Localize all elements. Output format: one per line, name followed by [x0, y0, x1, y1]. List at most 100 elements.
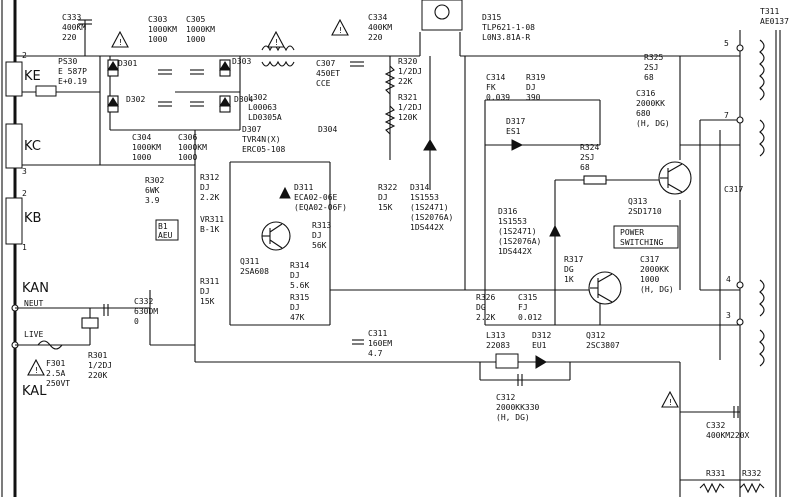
connector-kc-block: [5, 123, 23, 169]
r302-ref: R302: [145, 176, 164, 185]
r314-ref: R314: [290, 261, 309, 270]
d316-alt2: (1S2076A): [498, 237, 541, 246]
r320-ref: R320: [398, 57, 417, 66]
r332-ref: R332: [742, 469, 761, 478]
power-switching-box: [613, 225, 679, 249]
q311-part: 2SA608: [240, 267, 269, 276]
c315-value: 0.012: [518, 313, 542, 322]
svg-text:!: !: [338, 26, 343, 35]
r315-value: 47K: [290, 313, 305, 322]
r311-ref: R311: [200, 277, 219, 286]
r321-ref: R321: [398, 93, 417, 102]
r301-ref: R301: [88, 351, 107, 360]
r302-part: 6WK: [145, 186, 160, 195]
connector-ke-label: KE: [24, 69, 41, 84]
r312-part: DJ: [200, 183, 210, 192]
r322-ref: R322: [378, 183, 397, 192]
d304b-ref: D304: [318, 125, 337, 134]
l313-ref: L313: [486, 331, 505, 340]
l313-inductor: [495, 353, 519, 369]
r321-part: 1/2DJ: [398, 103, 422, 112]
c304-ref: C304: [132, 133, 151, 142]
c304-value: 1000KM: [132, 143, 161, 152]
r311-value: 15K: [200, 297, 215, 306]
c305-ref: C305: [186, 15, 205, 24]
warning-triangle-icon: !: [111, 30, 129, 48]
r326-part: DG: [476, 303, 486, 312]
d314-part: 1S1553: [410, 193, 439, 202]
warning-triangle-icon: !: [267, 30, 285, 48]
c334-ref: C334: [368, 13, 387, 22]
l302-part: L00063: [248, 103, 277, 112]
r313-part: DJ: [312, 231, 322, 240]
c312-rating: (H, DG): [496, 413, 530, 422]
d315-led: [434, 4, 450, 20]
r314-value: 5.6K: [290, 281, 309, 290]
d303-ref: D303: [232, 57, 251, 66]
c317b-ref: C317: [640, 255, 659, 264]
c317b-value: 1000: [640, 275, 659, 284]
c315-part: FJ: [518, 303, 528, 312]
c314-part: FK: [486, 83, 496, 92]
neut-label: NEUT: [24, 299, 43, 308]
r317-ref: R317: [564, 255, 583, 264]
r311-part: DJ: [200, 287, 210, 296]
c304-voltage: 1000: [132, 153, 151, 162]
r326-ref: R326: [476, 293, 495, 302]
d317-ref: D317: [506, 117, 525, 126]
ps30-ref: PS30: [58, 57, 77, 66]
pin-label: 2: [22, 189, 27, 198]
q313-part: 2SD1710: [628, 207, 662, 216]
r322-value: 15K: [378, 203, 393, 212]
pin-label: 1: [22, 243, 27, 252]
c332-part: 630DM: [134, 307, 158, 316]
d302-ref: D302: [126, 95, 145, 104]
t311-part: AE0137: [760, 17, 789, 26]
svg-text:!: !: [118, 38, 123, 47]
c314-ref: C314: [486, 73, 505, 82]
t-pin-label: 5: [724, 39, 729, 48]
c315-ref: C315: [518, 293, 537, 302]
c307-ref: C307: [316, 59, 335, 68]
d315-part: TLP621-1-08: [482, 23, 535, 32]
d314-alt2: (1S2076A): [410, 213, 453, 222]
l302-ref: L302: [248, 93, 267, 102]
c333-value: 400KM: [62, 23, 86, 32]
c334-voltage: 220: [368, 33, 383, 42]
f301-rating: 2.5A: [46, 369, 65, 378]
d307-ref: D307: [242, 125, 261, 134]
main-wires: [15, 30, 760, 497]
d314-alt1: (1S2471): [410, 203, 449, 212]
r324-ref: R324: [580, 143, 599, 152]
top-components: C333 400KM 220 ! C303 1000KM 1000 C305 1…: [62, 0, 789, 56]
r314-part: DJ: [290, 271, 300, 280]
transformer-t311: 5 7 4 3: [724, 30, 781, 497]
d307-part: TVR4N(X): [242, 135, 281, 144]
r331-ref: R331: [706, 469, 725, 478]
r324-value: 68: [580, 163, 590, 172]
c333-voltage: 220: [62, 33, 77, 42]
d315-ref: D315: [482, 13, 501, 22]
q312-ref: Q312: [586, 331, 605, 340]
connector-kal-label: KAL: [22, 384, 47, 399]
bridge-rectifier: D301 D302 D303 D304 C304 1000KM 1000 C30…: [107, 57, 253, 162]
vr311-ref: VR311: [200, 215, 224, 224]
r322-part: DJ: [378, 193, 388, 202]
q313-power-transistor: Q313 2SD1710 POWER SWITCHING C317: [613, 161, 743, 249]
connector-kc-label: KC: [24, 139, 41, 154]
warning-triangle-icon: !: [331, 18, 349, 36]
c334-value: 400KM: [368, 23, 392, 32]
q311-section: R312 DJ 2.2K D311 ECA02-06E (EQA02-06F) …: [155, 173, 347, 322]
power-switching-label: SWITCHING: [620, 238, 664, 247]
c312-part: 2000KK330: [496, 403, 540, 412]
c306-ref: C306: [178, 133, 197, 142]
r319-ref: R319: [526, 73, 545, 82]
r312-ref: R312: [200, 173, 219, 182]
q312-part: 2SC3807: [586, 341, 620, 350]
c306-voltage: 1000: [178, 153, 197, 162]
c316-rating: (H, DG): [636, 119, 670, 128]
c311-ref: C311: [368, 329, 387, 338]
f301-voltage: 250VT: [46, 379, 70, 388]
connector-kb-block: [5, 197, 23, 245]
